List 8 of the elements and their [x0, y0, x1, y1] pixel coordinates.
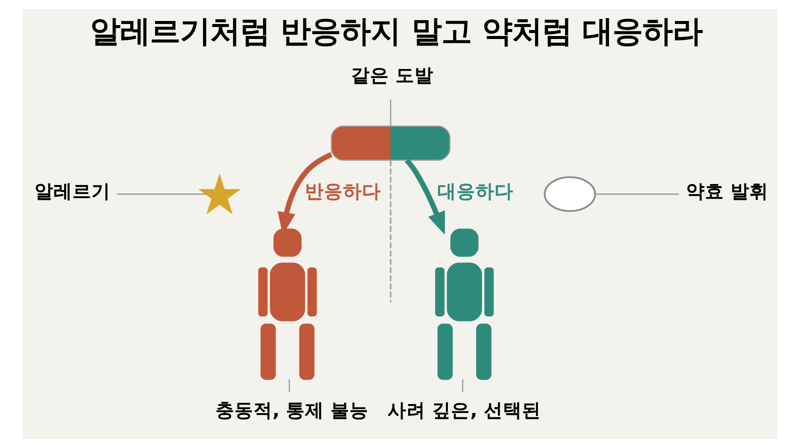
- diagram-title: 알레르기처럼 반응하지 말고 약처럼 대응하라: [90, 14, 703, 50]
- node-text: 알레르기: [34, 180, 110, 202]
- node-text: 사려 깊은, 선택된: [388, 400, 541, 422]
- node-text: 약효 발휘: [686, 180, 768, 202]
- edge-label: 대응하다: [437, 180, 514, 202]
- node-text: 같은 도발: [350, 64, 434, 86]
- node-text: 충동적, 통제 불능: [215, 400, 369, 422]
- edge-label: 반응하다: [305, 180, 382, 202]
